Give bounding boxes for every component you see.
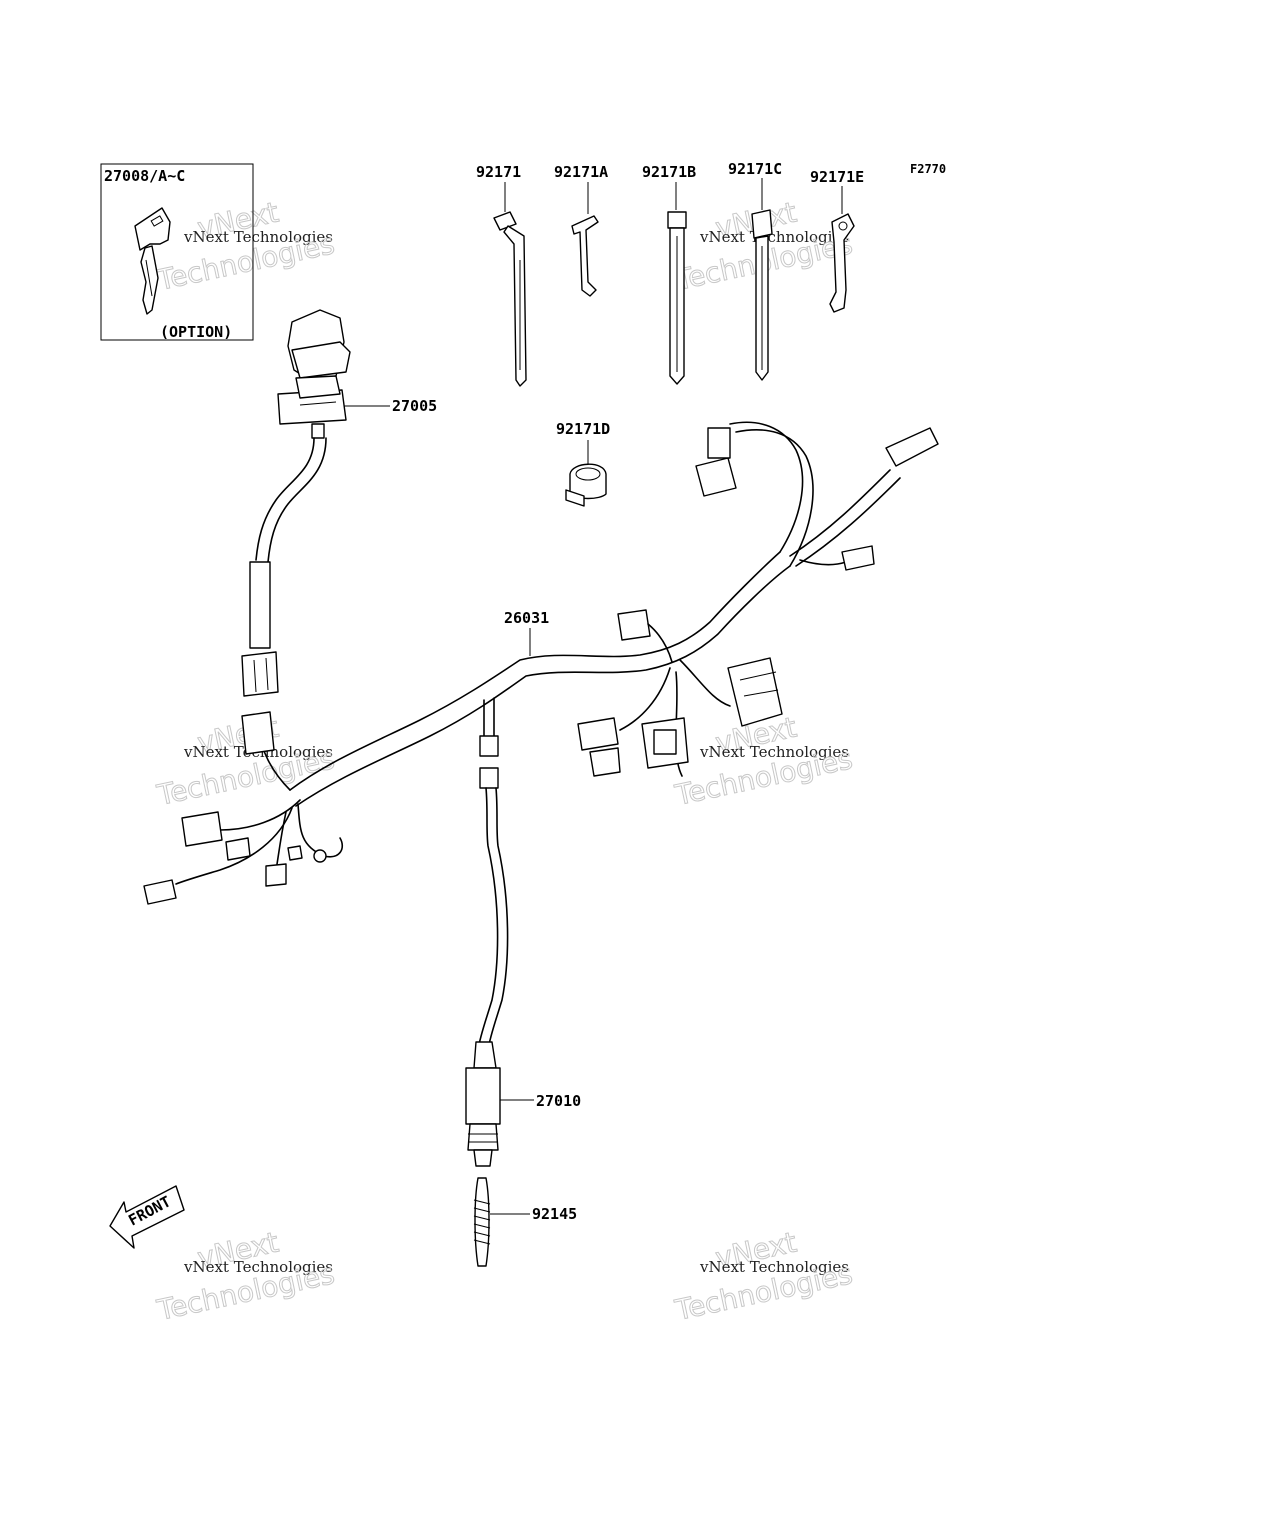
watermark-bottom-left: vNext vNext Technologies Technologies	[153, 1225, 338, 1327]
figure-code: F2770	[910, 162, 946, 176]
clamp-92171d[interactable]: 92171D	[556, 420, 610, 507]
watermark-mid-right: vNext vNext Technologies Technologies	[671, 710, 856, 812]
neutral-switch-27010[interactable]: 27010	[465, 787, 581, 1167]
svg-text:vNext Technologies: vNext Technologies	[183, 228, 333, 246]
spring-92145[interactable]: 92145	[473, 1177, 577, 1267]
spring-callout: 92145	[532, 1205, 577, 1223]
ignition-switch-27005[interactable]: 27005	[241, 309, 437, 697]
watermark-top-left: vNext vNext Technologies Technologies	[153, 195, 338, 297]
band-92171[interactable]: 92171	[476, 163, 527, 387]
main-harness-26031[interactable]: 26031	[143, 421, 939, 905]
band-92171c[interactable]: 92171C	[728, 160, 782, 381]
band-92171-callout: 92171	[476, 163, 521, 181]
band-92171e-callout: 92171E	[810, 168, 864, 186]
watermark-bottom-right: vNext vNext Technologies Technologies	[671, 1225, 856, 1327]
key-icon	[134, 207, 171, 315]
clamp-92171d-callout: 92171D	[556, 420, 610, 438]
svg-text:vNext Technologies: vNext Technologies	[699, 228, 849, 246]
svg-text:vNext Technologies: vNext Technologies	[699, 743, 849, 761]
band-92171a-callout: 92171A	[554, 163, 608, 181]
key-option-note: (OPTION)	[160, 323, 232, 341]
main-harness-callout: 26031	[504, 609, 549, 627]
svg-text:vNext Technologies: vNext Technologies	[183, 1258, 333, 1276]
band-92171e[interactable]: 92171E	[810, 168, 864, 313]
ignition-switch-callout: 27005	[392, 397, 437, 415]
band-92171a[interactable]: 92171A	[554, 163, 608, 297]
band-92171b-callout: 92171B	[642, 163, 696, 181]
key-callout: 27008/A~C	[104, 167, 185, 185]
svg-text:vNext Technologies: vNext Technologies	[699, 1258, 849, 1276]
band-92171b[interactable]: 92171B	[642, 163, 696, 385]
neutral-switch-callout: 27010	[536, 1092, 581, 1110]
front-direction-arrow: FRONT	[109, 1185, 185, 1249]
band-92171c-callout: 92171C	[728, 160, 782, 178]
key-part-27008[interactable]: 27008/A~C (OPTION)	[100, 163, 254, 341]
